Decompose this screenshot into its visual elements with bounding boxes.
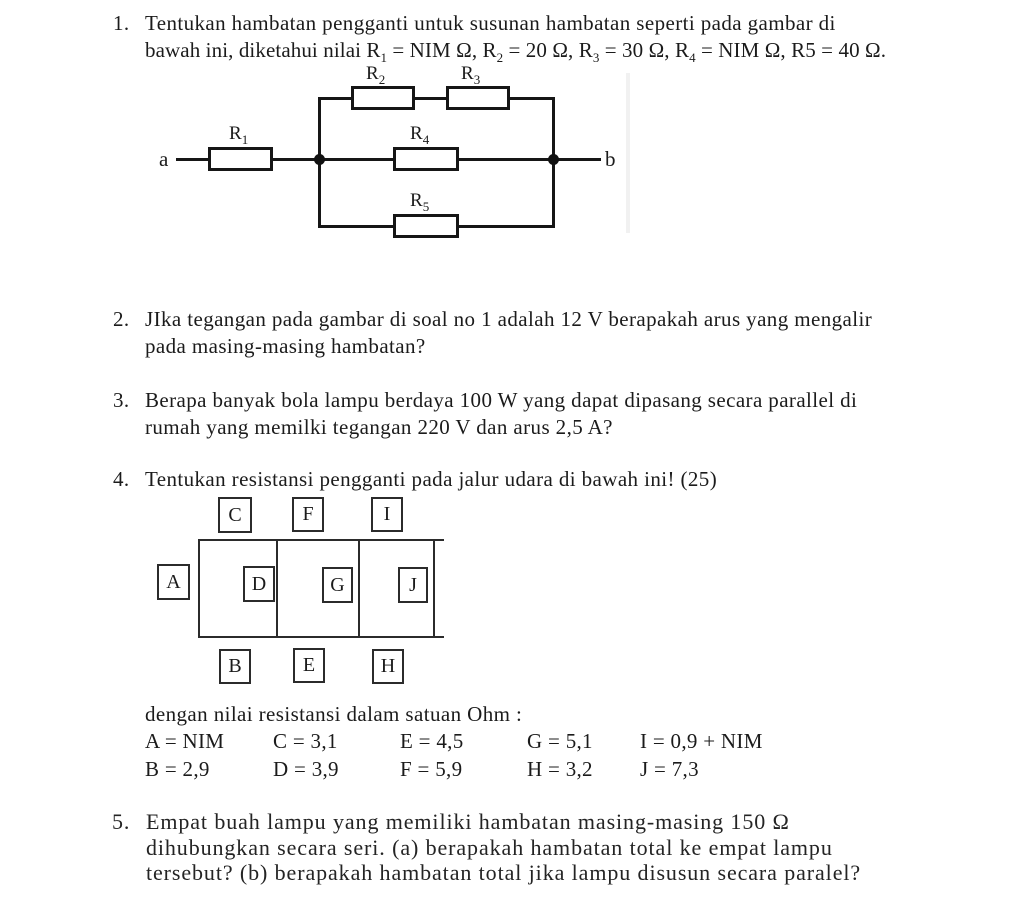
wire-b-lead (555, 158, 601, 161)
wire-r2-to-r3 (414, 97, 447, 100)
r5-base: R (410, 190, 423, 211)
q5-line-1: Empat buah lampu yang memiliki hambatan … (146, 809, 790, 834)
resistor-r4-box (393, 147, 459, 171)
r4-sub: 4 (422, 131, 430, 147)
q1-line-2: bawah ini, diketahui nilai R1 = NIM Ω, R… (145, 38, 887, 66)
r4-base: R (410, 123, 423, 144)
ladder-divider-2 (358, 539, 360, 638)
resistor-r3-box (446, 86, 510, 110)
r2-sub: 2 (378, 71, 386, 87)
wire-node-to-r4 (319, 158, 394, 161)
ladder-ext-bottom (435, 636, 444, 638)
wire-a-lead (176, 158, 208, 161)
q1-number: 1. (113, 11, 130, 35)
r1-sub: 1 (241, 131, 249, 147)
q5-line-2: dihubungkan secara seri. (a) berapakah h… (146, 835, 833, 860)
wire-r1-to-node (273, 158, 319, 161)
ladder-ext-top (435, 539, 444, 541)
value-h: H = 3,2 (527, 757, 593, 781)
q2-number: 2. (113, 307, 130, 331)
q5-number: 5. (112, 809, 131, 834)
value-b: B = 2,9 (145, 757, 210, 781)
value-c: C = 3,1 (273, 729, 338, 753)
wire-r4-to-right (458, 158, 554, 161)
value-j: J = 7,3 (640, 757, 699, 781)
chip-f: F (292, 497, 324, 532)
q3-line-2: rumah yang memilki tegangan 220 V dan ar… (145, 415, 613, 439)
value-g: G = 5,1 (527, 729, 593, 753)
chip-d: D (243, 566, 275, 602)
chip-h: H (372, 649, 404, 684)
ladder-divider-1 (276, 539, 278, 638)
resistor-r4-label: R4 (410, 123, 429, 148)
q1-line-1: Tentukan hambatan pengganti untuk susuna… (145, 11, 836, 35)
wire-r3-to-right (509, 97, 554, 100)
chip-j: J (398, 567, 428, 603)
chip-g: G (322, 567, 353, 603)
r1-base: R (229, 123, 242, 144)
resistor-r2-label: R2 (366, 63, 385, 88)
r5-sub: 5 (422, 198, 430, 214)
wire-top-left (318, 97, 352, 100)
r3-sub: 3 (473, 71, 481, 87)
r3-base: R (461, 63, 474, 84)
value-f: F = 5,9 (400, 757, 463, 781)
value-i: I = 0,9 + NIM (640, 729, 763, 753)
chip-c: C (218, 497, 252, 533)
node-left-dot (314, 154, 325, 165)
value-a: A = NIM (145, 729, 225, 753)
wire-r5-to-right (458, 225, 554, 228)
node-right-dot (548, 154, 559, 165)
resistor-r3-label: R3 (461, 63, 480, 88)
value-d: D = 3,9 (273, 757, 339, 781)
chip-i: I (371, 497, 403, 532)
chip-e: E (293, 648, 325, 683)
terminal-b-label: b (605, 147, 616, 171)
r2-base: R (366, 63, 379, 84)
q4-number: 4. (113, 467, 130, 491)
q4-line-1: Tentukan resistansi pengganti pada jalur… (145, 467, 718, 491)
resistor-r1-box (208, 147, 273, 171)
q3-number: 3. (113, 388, 130, 412)
resistor-r1-label: R1 (229, 123, 248, 148)
chip-a: A (157, 564, 190, 600)
resistor-r5-label: R5 (410, 190, 429, 215)
resistor-r2-box (351, 86, 415, 110)
q3-line-1: Berapa banyak bola lampu berdaya 100 W y… (145, 388, 858, 412)
terminal-a-label: a (159, 147, 169, 171)
value-e: E = 4,5 (400, 729, 464, 753)
values-caption: dengan nilai resistansi dalam satuan Ohm… (145, 702, 523, 726)
q2-line-1: JIka tegangan pada gambar di soal no 1 a… (145, 307, 873, 331)
chip-b: B (219, 649, 251, 684)
scan-artifact-band (626, 73, 630, 233)
wire-bottom-left (318, 225, 394, 228)
q2-line-2: pada masing-masing hambatan? (145, 334, 426, 358)
q5-line-3: tersebut? (b) berapakah hambatan total j… (146, 860, 862, 885)
resistor-r5-box (393, 214, 459, 238)
ladder-frame (198, 539, 435, 638)
